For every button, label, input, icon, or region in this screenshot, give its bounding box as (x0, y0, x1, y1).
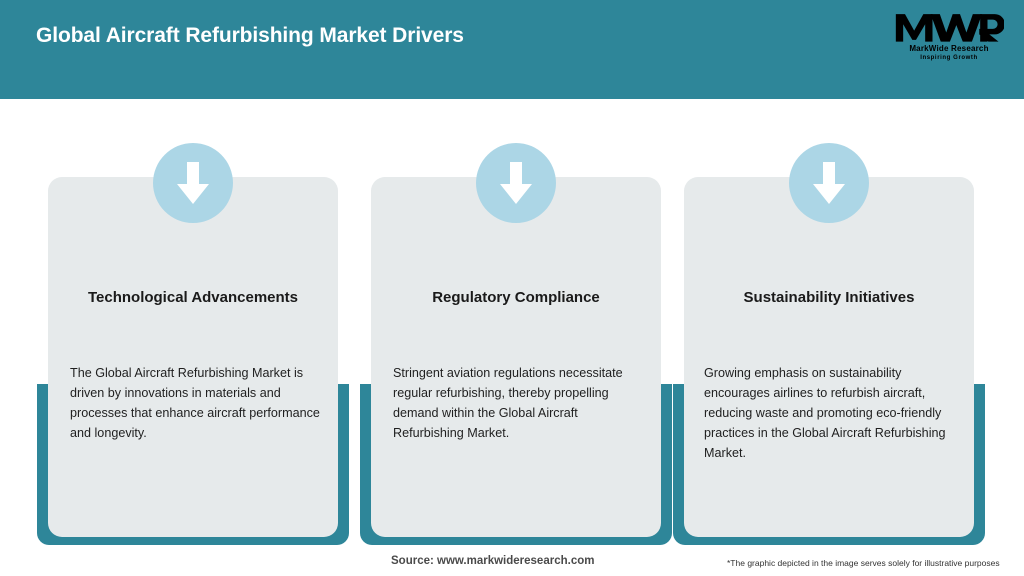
driver-card-3[interactable]: Sustainability Initiatives Growing empha… (673, 143, 985, 548)
mwr-logo-icon (894, 8, 1005, 46)
header-bar: Global Aircraft Refurbishing Market Driv… (0, 0, 1024, 99)
page-title: Global Aircraft Refurbishing Market Driv… (36, 24, 464, 47)
card-description: Stringent aviation regulations necessita… (393, 366, 623, 440)
driver-card-2[interactable]: Regulatory Compliance Stringent aviation… (360, 143, 672, 548)
card-title: Technological Advancements (87, 289, 299, 306)
logo-tagline: Inspiring Growth (920, 55, 978, 61)
card-title: Regulatory Compliance (432, 289, 600, 306)
card-title: Sustainability Initiatives (743, 289, 915, 306)
card-surface: Sustainability Initiatives Growing empha… (684, 177, 974, 537)
source-label: Source: www.markwideresearch.com (391, 555, 595, 567)
card-surface: Regulatory Compliance Stringent aviation… (371, 177, 661, 537)
disclaimer-note: *The graphic depicted in the image serve… (727, 558, 1000, 568)
driver-card-1[interactable]: Technological Advancements The Global Ai… (37, 143, 349, 548)
arrow-down-icon (789, 143, 869, 223)
card-description: The Global Aircraft Refurbishing Market … (70, 366, 320, 440)
card-description: Growing emphasis on sustainability encou… (704, 366, 946, 460)
logo-company-name: MarkWide Research (909, 44, 989, 53)
card-surface: Technological Advancements The Global Ai… (48, 177, 338, 537)
brand-logo: MarkWide Research Inspiring Growth (894, 8, 1005, 70)
arrow-down-icon (476, 143, 556, 223)
arrow-down-icon (153, 143, 233, 223)
